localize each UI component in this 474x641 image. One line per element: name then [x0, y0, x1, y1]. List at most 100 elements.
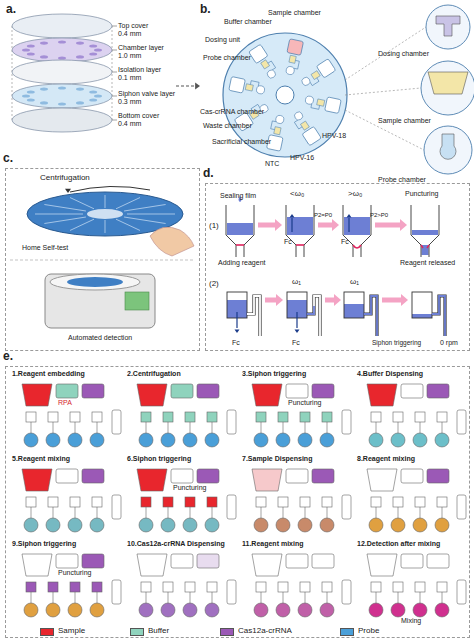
buffer-chamber [286, 469, 308, 483]
cas-chamber [427, 384, 449, 398]
chamber-outline [344, 292, 364, 318]
reaction-chamber [161, 433, 175, 447]
legend-swatch [130, 628, 144, 636]
reagent [344, 304, 364, 318]
legend-text: Probe [358, 627, 379, 636]
part-label: P2=P0 [314, 212, 332, 219]
reaction-chamber [298, 603, 312, 617]
channel [305, 592, 306, 603]
panel-box: c. [5, 168, 200, 351]
dosing-unit [267, 114, 288, 151]
chip-layer [12, 84, 112, 108]
part-label: Dosing chamber [378, 50, 429, 58]
reagent [422, 245, 429, 255]
part-label: Sample chamber [268, 9, 321, 17]
step-title: 8.Reagent mixing [357, 455, 415, 463]
dosing-unit [393, 582, 403, 592]
layer-chamber [89, 90, 97, 93]
sample-chamber [367, 554, 397, 576]
part-label: 0.4 mm [118, 120, 141, 128]
layer-chamber [27, 90, 35, 93]
part-label: 1.0 mm [118, 52, 141, 60]
leader-line [112, 96, 117, 97]
zoom-circle [424, 126, 472, 174]
dosing-unit [278, 412, 288, 422]
dosing-unit [70, 582, 80, 592]
dosing-unit [92, 412, 102, 422]
reaction-chamber [320, 433, 334, 447]
cas-chamber [427, 469, 449, 483]
reaction-chamber [413, 603, 427, 617]
reaction-chamber [183, 603, 197, 617]
part-label: Top cover [118, 22, 148, 30]
channel [97, 422, 98, 433]
dosing-unit [207, 412, 217, 422]
dosing-unit [229, 77, 266, 98]
dosing-unit [278, 497, 288, 507]
reagent [344, 217, 370, 235]
channel [190, 422, 191, 433]
channel [97, 507, 98, 518]
waste-chamber [112, 410, 121, 434]
step-illustration [367, 469, 466, 532]
reaction-chamber [320, 603, 334, 617]
sample-chamber [367, 384, 397, 406]
reaction-chamber [24, 603, 38, 617]
buffer-chamber [171, 469, 193, 483]
dosing-unit [304, 93, 341, 114]
layer-chamber [40, 55, 48, 58]
dosing-unit [163, 412, 173, 422]
channel [398, 422, 399, 433]
step-illustration [252, 554, 351, 617]
part-label: Probe chamber [203, 54, 251, 62]
sample-chamber [252, 384, 282, 406]
channel [146, 507, 147, 518]
dosing-unit [291, 109, 322, 146]
drawing-circle [305, 95, 314, 104]
channel [31, 422, 32, 433]
panel-box: e. [5, 366, 470, 638]
dosing-unit [393, 497, 403, 507]
centrifuge-lid [50, 274, 140, 290]
layer-chamber [89, 52, 97, 55]
dosing-unit [300, 412, 310, 422]
step-illustration [137, 384, 236, 447]
reaction-chamber [369, 433, 383, 447]
part-label: Sealing film [220, 192, 256, 200]
part-label: Automated detection [68, 334, 132, 342]
zoom-leader [345, 110, 424, 150]
waste-chamber [227, 495, 236, 519]
part-label: Sacrificial chamber [212, 138, 271, 146]
channel [75, 422, 76, 433]
buffer-chamber [401, 554, 423, 568]
part-label: Siphon triggering [372, 339, 421, 346]
buffer-chamber [401, 469, 423, 483]
step-illustration [22, 384, 121, 447]
drawing-rect [300, 121, 309, 130]
part-label: >ω₀ [348, 190, 362, 199]
layer-chamber [40, 41, 48, 44]
drawing-path [294, 60, 300, 69]
step-illustration [22, 469, 121, 532]
part-label: NTC [265, 160, 279, 168]
reaction-chamber [139, 518, 153, 532]
waste-chamber [112, 495, 121, 519]
step-illustration [367, 384, 466, 447]
reaction-chamber [183, 433, 197, 447]
channel [168, 592, 169, 603]
siphon-channel [432, 296, 445, 336]
dosing-unit [70, 412, 80, 422]
part-label: ω₁ [292, 278, 301, 287]
dosing-unit [92, 582, 102, 592]
dosing-unit [322, 412, 332, 422]
dosing-unit [141, 412, 151, 422]
buffer-chamber [401, 384, 423, 398]
dosing-unit [207, 497, 217, 507]
cas-chamber [197, 469, 219, 483]
buffer-chamber [171, 384, 193, 398]
step-note: Mixing [401, 617, 421, 625]
channel [146, 592, 147, 603]
dosing-unit [371, 497, 381, 507]
chip-layer [12, 14, 112, 38]
buffer-chamber [286, 554, 308, 568]
